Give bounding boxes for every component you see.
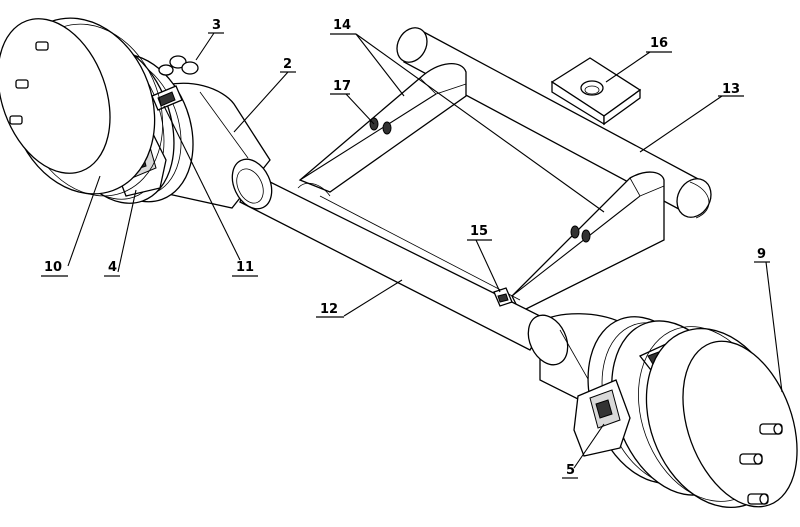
label-15: 15 — [470, 224, 488, 239]
bolts-3 — [158, 55, 199, 76]
label-3: 3 — [212, 18, 221, 33]
label-4: 4 — [108, 260, 117, 275]
label-9: 9 — [757, 247, 766, 262]
label-13: 13 — [722, 82, 740, 97]
label-11: 11 — [236, 260, 254, 275]
label-14: 14 — [333, 18, 351, 33]
sensor-block-15 — [493, 287, 513, 307]
sensor-11 — [151, 85, 183, 111]
axle-tube-12 — [239, 171, 549, 351]
part-labels: 3 2 14 17 16 13 15 9 12 10 4 11 5 — [41, 18, 770, 479]
caliper-5 — [573, 379, 631, 457]
cross-tube-13 — [396, 27, 712, 219]
label-10: 10 — [44, 260, 62, 275]
label-17: 17 — [333, 79, 351, 94]
label-16: 16 — [650, 36, 668, 51]
trailing-arm-14a — [298, 63, 467, 193]
label-5: 5 — [566, 463, 575, 478]
leader-lines — [67, 32, 783, 469]
left-drum-10 — [0, 17, 164, 197]
label-2: 2 — [283, 57, 292, 72]
right-drum-9 — [638, 326, 798, 509]
label-12: 12 — [320, 302, 338, 317]
trailing-arm-14b — [511, 171, 665, 313]
bracket-plate-16 — [550, 57, 642, 126]
